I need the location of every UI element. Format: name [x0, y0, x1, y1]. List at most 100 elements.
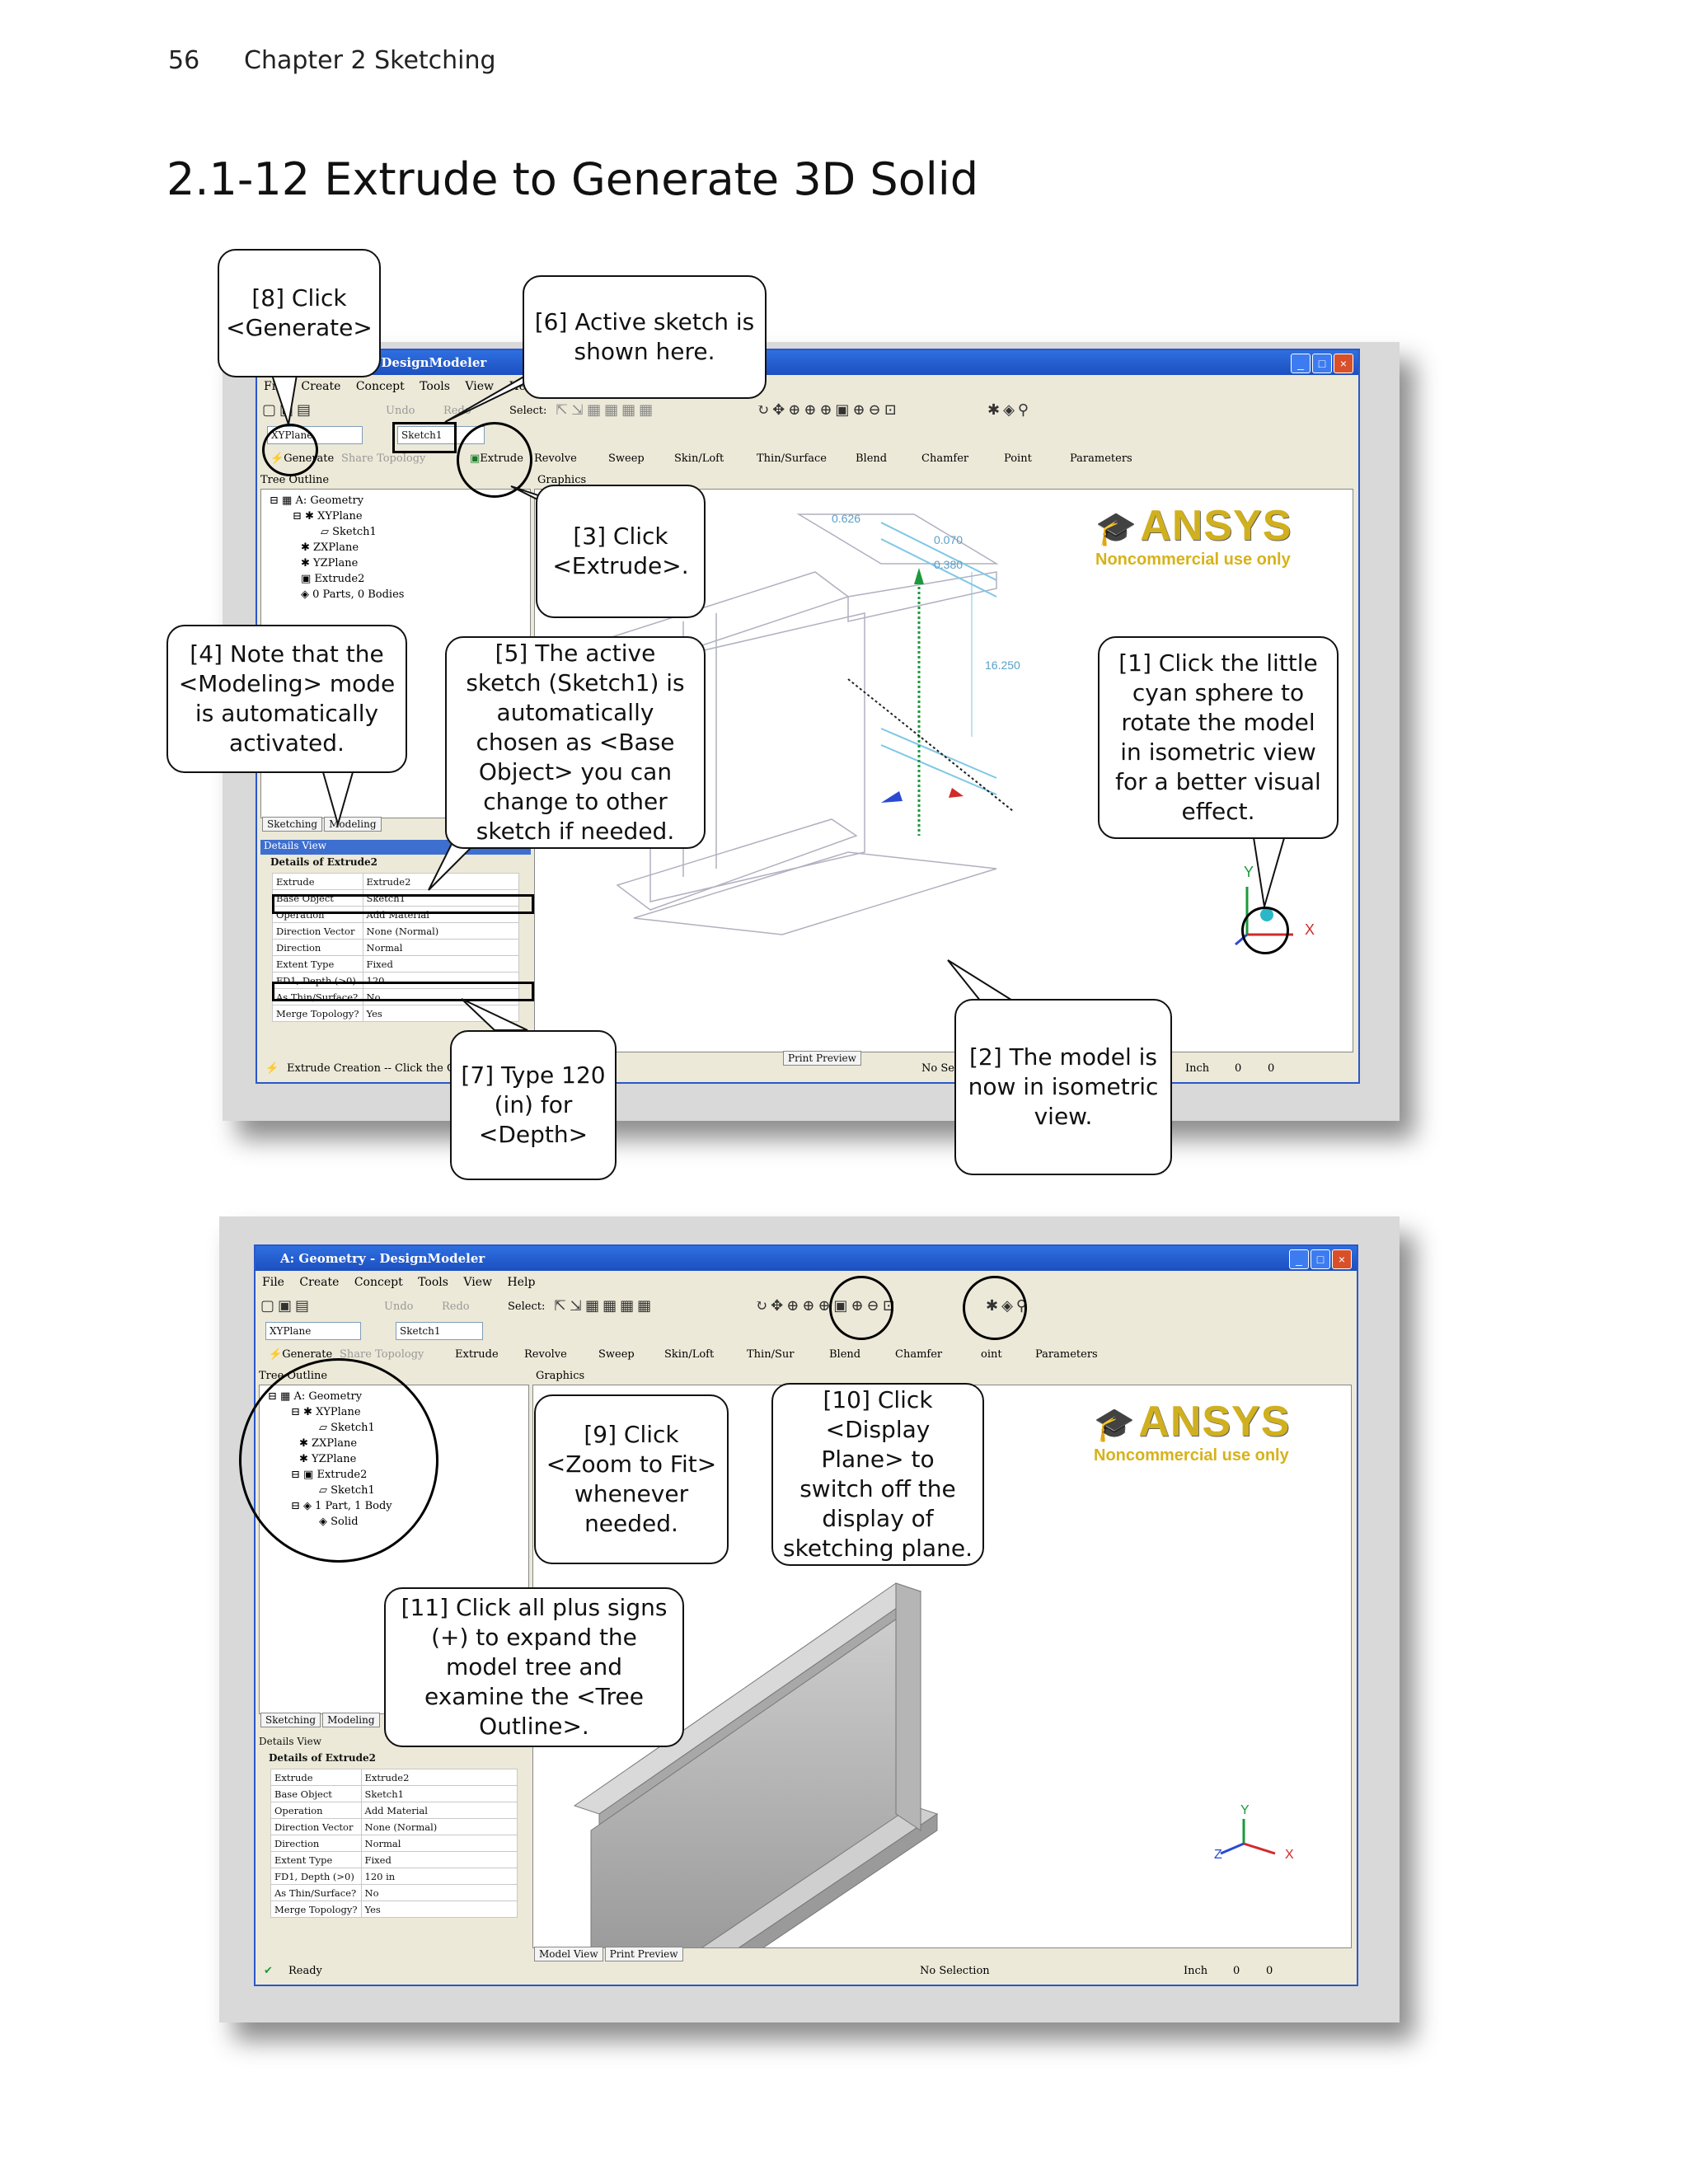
menu-concept[interactable]: Concept [355, 380, 405, 393]
menu-help[interactable]: Help [507, 1276, 536, 1289]
menu-view[interactable]: View [465, 380, 495, 393]
revolve-button[interactable]: Revolve [534, 452, 577, 465]
graphics-label: Graphics [536, 1370, 585, 1382]
callout-11: [11] Click all plus signs (+) to expand … [384, 1587, 684, 1747]
menu-create[interactable]: Create [301, 380, 341, 393]
undo-button[interactable]: Undo [384, 1301, 414, 1313]
tab-modeling[interactable]: Modeling [322, 1713, 380, 1727]
details-row[interactable]: FD1, Depth (>0)120 in [270, 1868, 518, 1885]
blend-button[interactable]: Blend [829, 1348, 861, 1361]
axis-x-label: X [1305, 921, 1315, 938]
minimize-icon[interactable]: _ [1289, 1249, 1309, 1269]
menu-tools[interactable]: Tools [420, 380, 450, 393]
undo-button[interactable]: Undo [386, 405, 415, 417]
blend-button[interactable]: Blend [856, 452, 888, 465]
menu-tools[interactable]: Tools [418, 1276, 448, 1289]
close-icon[interactable]: × [1334, 354, 1353, 373]
tree-node-extrude2[interactable]: ▣ Extrude2 [301, 573, 365, 585]
selection-filter-icons[interactable]: ⇱⇲▦▦▦▦ [556, 401, 657, 419]
tree-node-yzplane[interactable]: ✱ YZPlane [301, 557, 359, 569]
sketch-bottom-line-2 [880, 744, 997, 795]
extrude-button[interactable]: Extrude [455, 1348, 499, 1361]
share-topology-button[interactable]: Share Topology [340, 1348, 424, 1361]
select-label: Select: [508, 1301, 546, 1313]
details-value[interactable]: 120 in [360, 1868, 518, 1885]
minimize-icon[interactable]: _ [1291, 354, 1311, 373]
share-topology-button[interactable]: Share Topology [341, 452, 426, 465]
redo-button[interactable]: Redo [443, 405, 471, 417]
sweep-button[interactable]: Sweep [598, 1348, 635, 1361]
selection-filter-icons[interactable]: ⇱⇲▦▦▦▦ [554, 1297, 655, 1315]
details-value[interactable]: Fixed [360, 1851, 518, 1868]
tree-node-zxplane[interactable]: ✱ ZXPlane [301, 541, 359, 554]
details-value[interactable]: None (Normal) [360, 1818, 518, 1835]
maximize-icon[interactable]: □ [1311, 1249, 1330, 1269]
generate-button[interactable]: ⚡Generate [269, 1348, 333, 1361]
tab-sketching[interactable]: Sketching [260, 1713, 321, 1727]
page-number: 56 [168, 46, 200, 75]
skin-loft-button[interactable]: Skin/Loft [674, 452, 724, 465]
plane-dropdown[interactable]: XYPlane [265, 1322, 361, 1340]
thin-surface-button[interactable]: Thin/Sur [747, 1348, 795, 1361]
sketch-bottom-line [880, 728, 997, 779]
tree-node-parts[interactable]: ◈ 0 Parts, 0 Bodies [301, 588, 405, 601]
details-value[interactable]: Sketch1 [360, 1785, 518, 1802]
details-value[interactable]: No [360, 1884, 518, 1901]
thin-surface-button[interactable]: Thin/Surface [757, 452, 827, 465]
details-value[interactable]: Extrude2 [360, 1769, 518, 1786]
details-row[interactable]: FD1, Depth (>0)120 [272, 972, 519, 989]
details-row[interactable]: As Thin/Surface?No [270, 1884, 518, 1901]
tab-model-view[interactable]: Model View [534, 1947, 603, 1961]
file-tools-icon[interactable]: ▢▣▤ [260, 1297, 313, 1315]
callout-3: [3] Click <Extrude>. [536, 485, 706, 618]
details-row[interactable]: Merge Topology?Yes [270, 1900, 518, 1918]
tree-node-geometry[interactable]: ⊟ ▦ A: Geometry [270, 494, 364, 507]
tab-sketching[interactable]: Sketching [262, 817, 323, 832]
dim-16250: 16.250 [985, 658, 1020, 672]
skin-loft-button[interactable]: Skin/Loft [664, 1348, 715, 1361]
axis-y-label: Y [1244, 864, 1254, 880]
top-flange-sketch-outline [796, 513, 999, 565]
menu-file[interactable]: File [262, 1276, 284, 1289]
graphics-viewport[interactable]: Y X Z 🎓 ANSYS Noncommercial use only [532, 1385, 1352, 1985]
revolve-button[interactable]: Revolve [524, 1348, 567, 1361]
details-key: Direction [272, 939, 363, 956]
top-flange-right [847, 571, 997, 622]
leader-c8 [270, 374, 298, 425]
close-icon[interactable]: × [1332, 1249, 1352, 1269]
callout-2: [2] The model is now in isometric view. [954, 999, 1172, 1175]
tab-print-preview[interactable]: Print Preview [604, 1947, 683, 1961]
menu-view[interactable]: View [463, 1276, 493, 1289]
redo-button[interactable]: Redo [442, 1301, 470, 1313]
sketch-dropdown[interactable]: Sketch1 [396, 1322, 483, 1340]
details-value[interactable]: Normal [360, 1835, 518, 1852]
tree-node-xyplane[interactable]: ⊟ ✱ XYPlane [293, 510, 363, 523]
details-value[interactable]: Add Material [360, 1802, 518, 1819]
leader-c7 [461, 998, 528, 1031]
view-tools-icons[interactable]: ↻✥⊕⊕⊕▣⊕⊖⊡ [757, 401, 900, 419]
menu-create[interactable]: Create [299, 1276, 340, 1289]
point-button[interactable]: Point [1004, 452, 1032, 465]
callout-10: [10] Click <Display Plane> to switch off… [771, 1383, 984, 1566]
tree-node-sketch1[interactable]: ▱ Sketch1 [321, 526, 377, 538]
parameters-button[interactable]: Parameters [1035, 1348, 1098, 1361]
sketch-top-line [880, 522, 997, 581]
chamfer-button[interactable]: Chamfer [921, 452, 969, 465]
maximize-icon[interactable]: □ [1312, 354, 1332, 373]
point-button[interactable]: oint [981, 1348, 1002, 1361]
display-plane-icon[interactable]: ✱◈⚲ [987, 401, 1033, 419]
sweep-button[interactable]: Sweep [608, 452, 645, 465]
tab-print-preview[interactable]: Print Preview [783, 1051, 861, 1066]
parameters-button[interactable]: Parameters [1070, 452, 1132, 465]
chamfer-button[interactable]: Chamfer [895, 1348, 943, 1361]
menu-concept[interactable]: Concept [354, 1276, 403, 1289]
details-value[interactable]: Yes [360, 1900, 518, 1918]
